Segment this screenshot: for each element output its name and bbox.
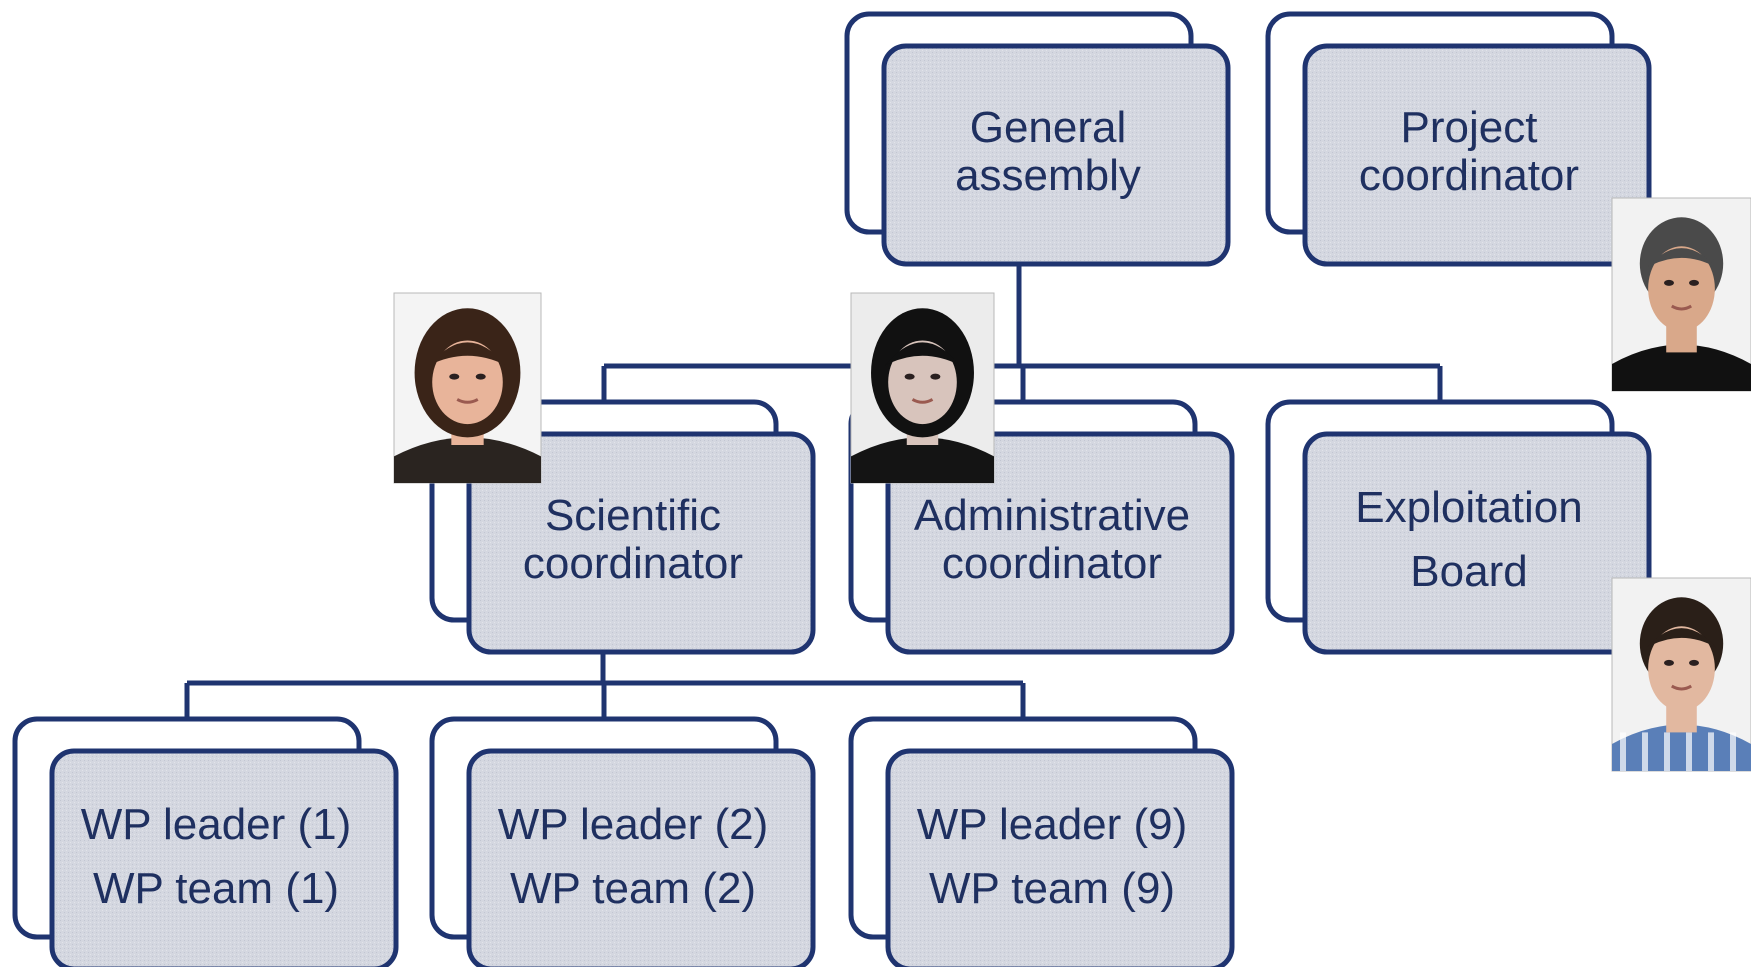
wp-1-label-line-1: WP leader (1) xyxy=(81,800,352,849)
administrative-coordinator-label-line-2: coordinator xyxy=(942,539,1162,588)
scientific-coordinator-label-line-2: coordinator xyxy=(523,539,743,588)
administrative-coordinator-label-line-1: Administrative xyxy=(914,491,1190,540)
org-nodes: GeneralassemblyProjectcoordinatorScienti… xyxy=(12,11,1652,967)
wp-2-box xyxy=(466,748,816,967)
general-assembly-box xyxy=(881,43,1231,267)
scientific-coordinator-box xyxy=(466,431,816,655)
wp-2-label-line-1: WP leader (2) xyxy=(498,800,769,849)
wp-9-box xyxy=(885,748,1235,967)
scientific-coordinator-photo xyxy=(393,292,542,484)
general-assembly-label-line-2: assembly xyxy=(955,151,1141,200)
project-coordinator-label-line-2: coordinator xyxy=(1359,151,1579,200)
general-assembly-label-line-1: General xyxy=(970,103,1127,152)
wp-1-label-line-2: WP team (1) xyxy=(93,864,339,913)
portrait-photos xyxy=(393,197,1751,772)
exploitation-board-label-line-1: Exploitation xyxy=(1355,483,1582,532)
wp-1-box xyxy=(49,748,399,967)
wp-9-label-line-1: WP leader (9) xyxy=(917,800,1188,849)
exploitation-board-photo xyxy=(1611,577,1751,772)
connector-lines xyxy=(184,264,1443,719)
wp-9-label-line-2: WP team (9) xyxy=(929,864,1175,913)
project-coordinator-box xyxy=(1302,43,1652,267)
administrative-coordinator-box xyxy=(885,431,1235,655)
project-coordinator-photo xyxy=(1611,197,1751,392)
exploitation-board-box xyxy=(1302,431,1652,655)
scientific-coordinator-label-line-1: Scientific xyxy=(545,491,721,540)
exploitation-board-label-line-2: Board xyxy=(1410,547,1527,596)
node-wp-2: WP leader (2) WP team (2) xyxy=(429,716,816,967)
administrative-coordinator-photo xyxy=(850,292,995,484)
node-wp-1: WP leader (1) WP team (1) xyxy=(12,716,399,967)
wp-2-label-line-2: WP team (2) xyxy=(510,864,756,913)
project-coordinator-label-line-1: Project xyxy=(1401,103,1538,152)
node-wp-9: WP leader (9) WP team (9) xyxy=(848,716,1235,967)
